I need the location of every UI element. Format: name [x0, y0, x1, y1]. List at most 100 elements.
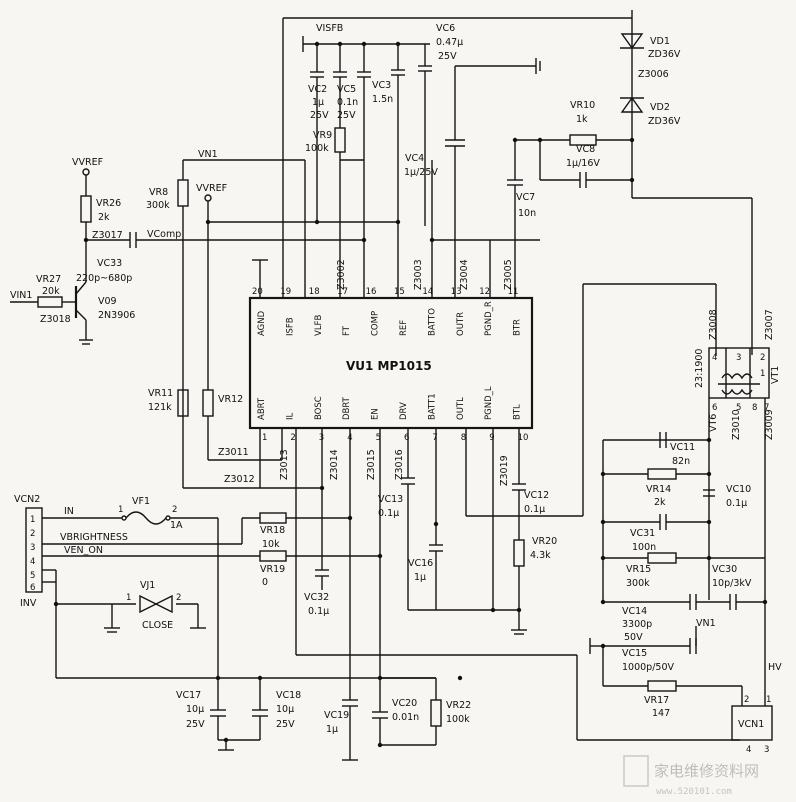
vcn2-pin-5: 5 — [30, 571, 35, 581]
node-z3010: Z3010 — [731, 409, 742, 440]
node-z3012: Z3012 — [224, 474, 255, 485]
vc17-value: 10μ — [186, 704, 204, 715]
vr20-value: 4.3k — [530, 550, 551, 561]
ic-top-pin-name: AGND — [257, 310, 267, 336]
node-z3009: Z3009 — [764, 409, 775, 440]
vcn2-pin-6: 6 — [30, 583, 35, 593]
node-z3004: Z3004 — [459, 259, 470, 290]
vcn1-ref: VCN1 — [738, 719, 764, 730]
vc32-value: 0.1μ — [308, 606, 329, 617]
ic-top-pin-name: PGND_R — [484, 301, 494, 336]
vc20-value: 0.01n — [392, 712, 419, 723]
net-vcomp: VComp — [147, 229, 181, 240]
vc17-voltage: 25V — [186, 719, 205, 730]
vc14-ref: VC14 — [622, 606, 647, 617]
vc14-value: 3300p — [622, 619, 652, 630]
vj1-value: CLOSE — [142, 620, 173, 631]
ic-bottom-pin-number: 1 — [262, 433, 267, 443]
ic-label: VU1 MP1015 — [346, 359, 432, 373]
vcn1-pin-1: 1 — [766, 695, 771, 705]
ic-top-pin-name: REF — [399, 320, 409, 336]
node-z3013: Z3013 — [279, 449, 290, 480]
vc13-ref: VC13 — [378, 494, 403, 505]
ic-bottom-pin-number: 7 — [432, 433, 437, 443]
vt1-pin-3: 3 — [736, 353, 741, 363]
vr15-value: 300k — [626, 578, 650, 589]
vr19-ref: VR19 — [260, 564, 285, 575]
vr22-ref: VR22 — [446, 700, 471, 711]
vc6-voltage: 25V — [438, 51, 457, 62]
ic-top-pin-number: 19 — [280, 287, 291, 297]
ic-top-pin-number: 18 — [309, 287, 320, 297]
node-z3007: Z3007 — [764, 309, 775, 340]
watermark-logo — [623, 755, 649, 787]
vc7-ref: VC7 — [516, 192, 535, 203]
vc8-ref: VC8 — [576, 144, 595, 155]
vr27-ref: VR27 — [36, 274, 61, 285]
node-z3003: Z3003 — [413, 259, 424, 290]
vc12-value: 0.1μ — [524, 504, 545, 515]
vt6-label: VT6 — [708, 414, 719, 432]
node-z3015: Z3015 — [366, 449, 377, 480]
node-z3017: Z3017 — [92, 230, 123, 241]
vc2-ref: VC2 — [308, 84, 327, 95]
ic-top-pin-number: 17 — [337, 287, 348, 297]
ic-top-pin-number: 14 — [422, 287, 433, 297]
vc5-value: 0.1n — [337, 97, 358, 108]
vc13-value: 0.1μ — [378, 508, 399, 519]
resistor-vr12 — [202, 389, 214, 417]
ic-top-pin-number: 20 — [252, 287, 263, 297]
vd1-ref: VD1 — [650, 36, 670, 47]
resistor-vr27 — [37, 296, 63, 308]
node-z3014: Z3014 — [329, 449, 340, 480]
vr9-value: 100k — [305, 143, 329, 154]
vc33-ref: VC33 — [97, 258, 122, 269]
net-vn1-b: VN1 — [696, 618, 716, 629]
vr15-ref: VR15 — [626, 564, 651, 575]
vc32-ref: VC32 — [304, 592, 329, 603]
vr10-ref: VR10 — [570, 100, 595, 111]
vc8-value: 1μ/16V — [566, 158, 600, 169]
ic-top-pin-number: 11 — [508, 287, 519, 297]
ic-top-pin-name: COMP — [371, 311, 381, 336]
ic-bottom-pin-name: PGND_L — [484, 386, 494, 420]
jumper-vj1 — [139, 594, 158, 614]
ic-bottom-pin-number: 9 — [489, 433, 494, 443]
vc17-ref: VC17 — [176, 690, 201, 701]
vcn2-pin-1: 1 — [30, 515, 35, 525]
vc6-ref: VC6 — [436, 23, 455, 34]
vc16-value: 1μ — [414, 572, 426, 583]
transformer-vt1-top — [708, 347, 770, 399]
ic-top-pin-number: 16 — [366, 287, 377, 297]
resistor-vr22 — [430, 699, 442, 727]
vcn1-pin-3: 3 — [764, 745, 769, 755]
ic-bottom-pin-number: 6 — [404, 433, 409, 443]
vt1-pin-4: 4 — [712, 353, 717, 363]
vd2-value: ZD36V — [648, 116, 681, 127]
vc16-ref: VC16 — [408, 558, 433, 569]
vc15-value: 1000p/50V — [622, 662, 674, 673]
ic-bottom-pin-name: EN — [371, 408, 381, 420]
resistor-vr19 — [259, 550, 287, 562]
vc10-value: 0.1μ — [726, 498, 747, 509]
resistor-vr26 — [80, 195, 92, 223]
vc4-value: 1μ/25V — [404, 167, 438, 178]
vc20-ref: VC20 — [392, 698, 417, 709]
ic-top-pin-name: BATTO — [427, 308, 437, 336]
vc3-ref: VC3 — [372, 80, 391, 91]
vc5-voltage: 25V — [337, 110, 356, 121]
ic-top-pin-number: 13 — [451, 287, 462, 297]
vc30-value: 10p/3kV — [712, 578, 752, 589]
ic-top-pin-number: 12 — [479, 287, 490, 297]
vt1-ref: VT1 — [770, 366, 781, 384]
vcn1-pin-4: 4 — [746, 745, 751, 755]
vj1-pin-1: 1 — [126, 593, 131, 603]
ic-top-pin-number: 15 — [394, 287, 405, 297]
watermark-url: www.520101.com — [656, 787, 732, 797]
node-z3011: Z3011 — [218, 447, 249, 458]
ic-top-pin-name: VLFB — [314, 315, 324, 336]
vcn2-pin-3: 3 — [30, 543, 35, 553]
vc18-value: 10μ — [276, 704, 294, 715]
ic-bottom-pin-name: ABRT — [257, 397, 267, 420]
